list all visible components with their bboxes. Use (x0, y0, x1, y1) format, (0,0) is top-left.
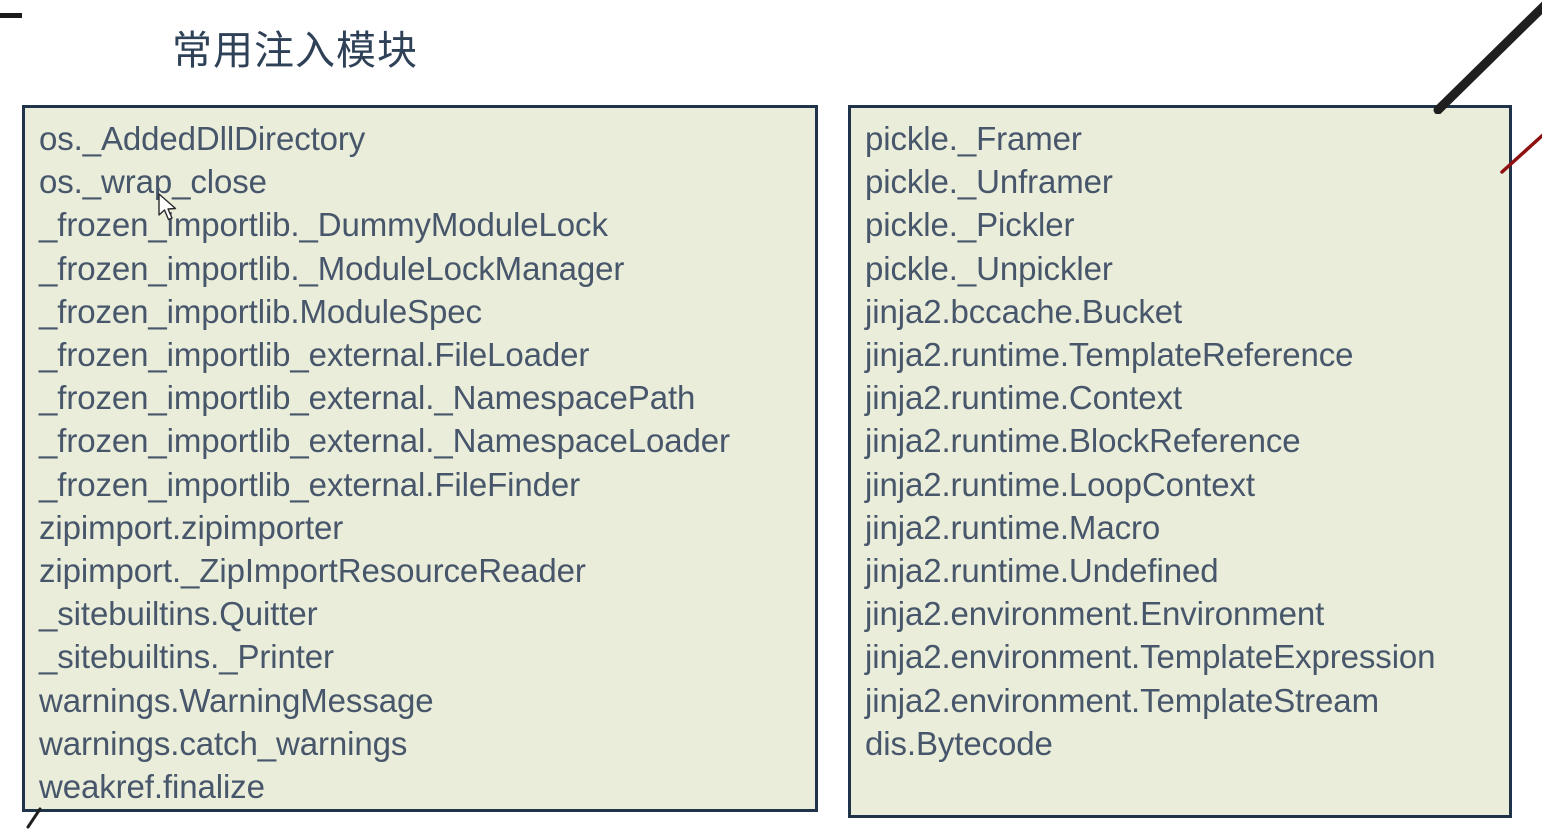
list-item: _frozen_importlib_external._NamespaceLoa… (39, 422, 730, 460)
list-item: zipimport._ZipImportResourceReader (39, 552, 586, 590)
list-item: _frozen_importlib_external.FileFinder (39, 465, 581, 503)
list-item: jinja2.environment.TemplateExpression (865, 638, 1436, 676)
list-item: jinja2.runtime.Macro (865, 508, 1161, 546)
list-item: os._wrap_close (39, 163, 267, 201)
corner-dash-marker (0, 13, 22, 18)
list-item: _frozen_importlib_external.FileLoader (39, 336, 590, 374)
stdlib-modules-panel: os._AddedDllDirectory os._wrap_close _froz… (22, 105, 818, 812)
list-item: _frozen_importlib._DummyModuleLock (39, 206, 608, 244)
list-item: warnings.WarningMessage (39, 681, 434, 719)
list-item: jinja2.runtime.LoopContext (865, 465, 1255, 503)
black-diagonal-stroke-icon (1433, 1, 1542, 114)
list-item: jinja2.runtime.TemplateReference (865, 336, 1354, 374)
list-item: jinja2.runtime.BlockReference (865, 422, 1301, 460)
list-item: _frozen_importlib_external._NamespacePat… (39, 379, 696, 417)
list-item: dis.Bytecode (865, 724, 1053, 762)
pickle-jinja2-modules-panel: pickle._Framer pickle._Unframer pickle._Pi… (848, 105, 1512, 818)
list-item: _frozen_importlib.ModuleSpec (39, 292, 482, 330)
list-item: _frozen_importlib._ModuleLockManager (39, 249, 625, 287)
list-item: jinja2.runtime.Undefined (865, 552, 1219, 590)
list-item: weakref.finalize (39, 768, 265, 806)
list-item: os._AddedDllDirectory (39, 120, 366, 157)
list-item: pickle._Unframer (865, 163, 1113, 201)
page-title: 常用注入模块 (172, 29, 418, 73)
list-item: warnings.catch_warnings (39, 724, 408, 762)
list-item: jinja2.environment.Environment (865, 595, 1325, 633)
list-item: _sitebuiltins.Quitter (39, 595, 318, 633)
list-item: pickle._Pickler (865, 206, 1075, 244)
stdlib-modules-list: os._AddedDllDirectory os._wrap_close _froz… (25, 108, 815, 808)
list-item: jinja2.runtime.Context (865, 379, 1182, 417)
list-item: pickle._Framer (865, 120, 1082, 157)
list-item: zipimport.zipimporter (39, 508, 344, 546)
list-item: jinja2.environment.TemplateStream (865, 681, 1379, 719)
list-item: jinja2.bccache.Bucket (865, 292, 1183, 330)
pickle-jinja2-modules-list: pickle._Framer pickle._Unframer pickle._Pi… (851, 108, 1509, 765)
list-item: _sitebuiltins._Printer (39, 638, 334, 676)
list-item: pickle._Unpickler (865, 249, 1113, 287)
